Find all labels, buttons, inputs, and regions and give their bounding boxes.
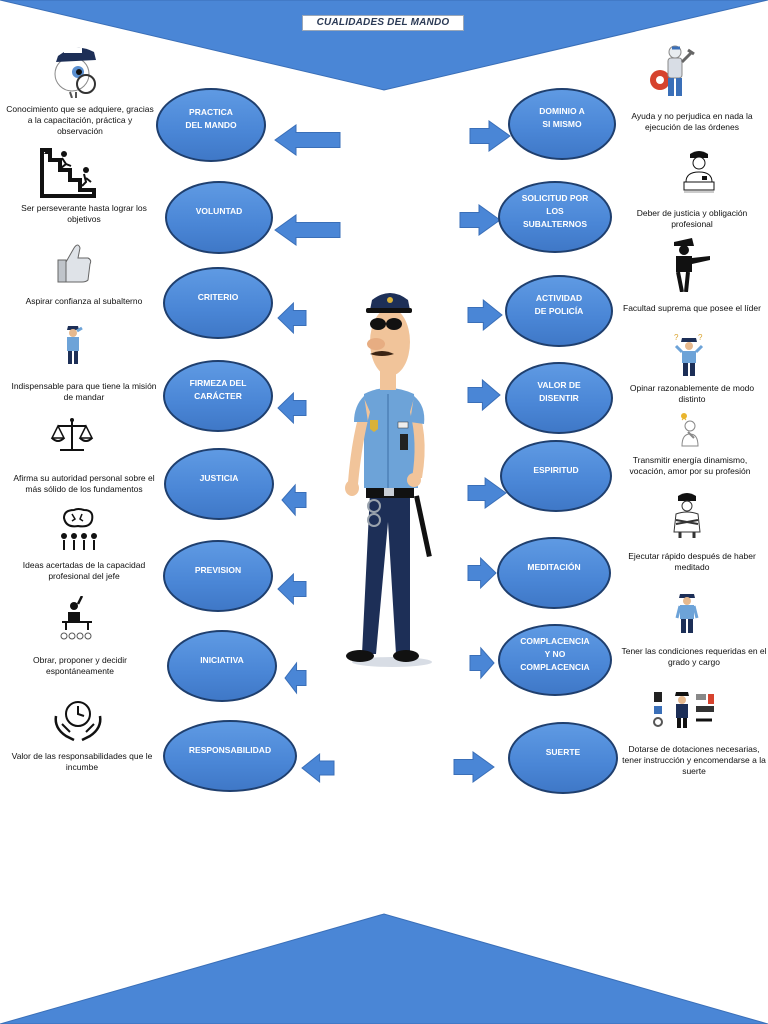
quality-label: SOLICITUD POR LOS SUBALTERNOS <box>521 193 589 229</box>
quality-oval: COMPLACENCIA Y NO COMPLACENCIA <box>498 624 612 696</box>
quality-description: Conocimiento que se adquiere, gracias a … <box>6 104 154 136</box>
climbing-stairs-icon <box>40 146 100 205</box>
quality-label: VALOR DE DISENTIR <box>537 380 581 403</box>
arrow-right-icon <box>467 556 497 590</box>
quality-oval: VALOR DE DISENTIR <box>505 362 613 434</box>
quality-oval: RESPONSABILIDAD <box>163 720 297 792</box>
pointing-officer-icon <box>670 236 714 297</box>
quality-label: PREVISION <box>194 565 242 575</box>
quality-description: Ser perseverante hasta lograr los objeti… <box>21 203 147 224</box>
arrow-left-icon <box>281 483 307 517</box>
quality-label: MEDITACIÓN <box>527 562 581 572</box>
svg-text:?: ? <box>674 333 679 342</box>
arrow-right-icon <box>467 477 507 509</box>
wrench-robot-icon <box>648 44 696 109</box>
arrow-left-icon <box>301 752 335 784</box>
arrow-right-icon <box>459 204 501 236</box>
arms-crossed-officer-icon <box>670 492 704 543</box>
arrow-left-icon <box>277 301 307 335</box>
quality-oval: DOMINIO A SI MISMO <box>508 88 616 160</box>
quality-label: PRACTICA DEL MANDO <box>185 107 237 130</box>
quality-description: Afirma su autoridad personal sobre el má… <box>13 473 155 494</box>
hands-clock-icon <box>52 698 104 747</box>
quality-label: CRITERIO <box>197 292 239 302</box>
arrow-right-icon <box>467 378 501 412</box>
thinking-person-icon <box>676 412 704 453</box>
quality-oval: SOLICITUD POR LOS SUBALTERNOS <box>498 181 612 253</box>
arrow-left-icon <box>274 124 341 156</box>
diagram-title: CUALIDADES DEL MANDO <box>302 15 464 31</box>
arrow-right-icon <box>469 120 511 152</box>
quality-description: Ideas acertadas de la capacidad profesio… <box>22 560 146 581</box>
quality-oval: SUERTE <box>508 722 618 794</box>
quality-oval: FIRMEZA DEL CARÁCTER <box>163 360 273 432</box>
quality-description: Aspirar confianza al subalterno <box>25 296 143 306</box>
quality-label: DOMINIO A SI MISMO <box>539 106 585 129</box>
standing-officer-icon <box>674 590 700 639</box>
top-banner <box>0 0 768 91</box>
police-eyeball-icon <box>50 38 102 103</box>
arrow-left-icon <box>274 214 341 246</box>
quality-label: INICIATIVA <box>200 655 244 665</box>
saluting-officer-icon <box>62 322 84 371</box>
quality-label: COMPLACENCIA Y NO COMPLACENCIA <box>520 636 590 672</box>
raise-hand-icon <box>58 595 98 645</box>
quality-oval: ESPIRITUD <box>500 440 612 512</box>
police-equipment-icon <box>652 690 716 735</box>
quality-label: FIRMEZA DEL CARÁCTER <box>189 378 247 401</box>
quality-description: Deber de justicia y obligación profesion… <box>636 208 748 229</box>
bottom-banner <box>0 913 768 1024</box>
quality-description: Indispensable para que tiene la misión d… <box>11 381 157 402</box>
quality-oval: VOLUNTAD <box>165 181 273 254</box>
quality-label: VOLUNTAD <box>195 206 243 216</box>
quality-oval: JUSTICIA <box>164 448 274 520</box>
quality-description: Opinar razonablemente de modo distinto <box>629 383 755 404</box>
questioning-officer-icon: ?? <box>672 332 706 383</box>
arrow-left-icon <box>277 572 307 606</box>
quality-label: RESPONSABILIDAD <box>188 745 272 755</box>
quality-description: Ejecutar rápido después de haber meditad… <box>628 551 756 572</box>
quality-oval: PREVISION <box>163 540 273 612</box>
quality-description: Transmitir energía dinamismo, vocación, … <box>629 455 751 476</box>
quality-label: ACTIVIDAD DE POLICÍA <box>534 293 584 316</box>
arrow-right-icon <box>467 298 503 332</box>
quality-description: Obrar, proponer y decidir espontáneament… <box>32 655 128 676</box>
quality-label: JUSTICIA <box>199 473 239 483</box>
thumbs-up-icon <box>52 240 92 289</box>
quality-oval: ACTIVIDAD DE POLICÍA <box>505 275 613 347</box>
quality-label: ESPIRITUD <box>533 465 579 475</box>
quality-oval: CRITERIO <box>163 267 273 339</box>
svg-text:?: ? <box>698 333 703 342</box>
quality-description: Facultad suprema que posee el líder <box>623 303 761 313</box>
quality-oval: PRACTICA DEL MANDO <box>156 88 266 162</box>
quality-oval: INICIATIVA <box>167 630 277 702</box>
brainstorm-icon <box>58 508 98 557</box>
scales-icon <box>50 416 94 461</box>
police-officer-icon <box>345 293 432 667</box>
arrow-left-icon <box>284 661 307 695</box>
quality-oval: MEDITACIÓN <box>497 537 611 609</box>
quality-description: Tener las condiciones requeridas en el g… <box>621 646 767 667</box>
quality-description: Ayuda y no perjudica en nada la ejecució… <box>631 111 753 132</box>
officer-desk-icon <box>682 150 716 199</box>
arrow-right-icon <box>469 646 495 680</box>
quality-label: SUERTE <box>545 747 581 757</box>
arrow-left-icon <box>277 391 307 425</box>
quality-description: Valor de las responsabilidades que le in… <box>11 751 153 772</box>
arrow-right-icon <box>453 751 495 783</box>
quality-description: Dotarse de dotaciones necesarias, tener … <box>622 744 766 776</box>
